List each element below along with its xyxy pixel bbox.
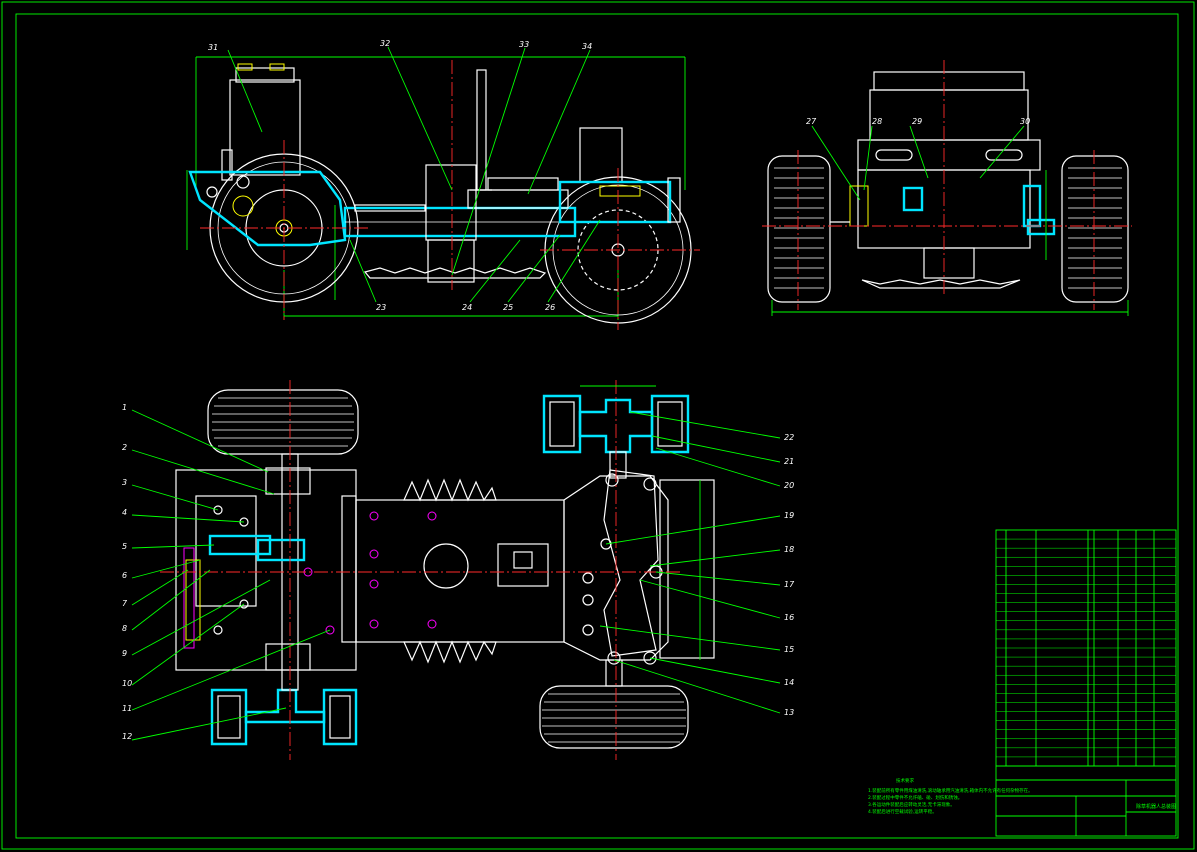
title-block: 除草机器人总装图 (995, 529, 1177, 837)
label-29: 29 (912, 117, 922, 126)
technical-notes: 技术要求 1.装配前所有零件用煤油清洗,滚动轴承用汽油清洗,箱体内不允许有任何杂… (868, 777, 1033, 815)
notes-title: 技术要求 (896, 777, 914, 784)
plan-label-5: 5 (122, 542, 127, 551)
label-26: 26 (545, 303, 555, 312)
label-27: 27 (806, 117, 817, 126)
plan-label-20: 20 (784, 481, 794, 490)
label-34: 34 (582, 42, 592, 51)
inner-border (15, 13, 1179, 839)
side-view: 31 32 33 34 23 24 25 26 (186, 39, 700, 330)
plan-label-17: 17 (784, 580, 795, 589)
notes-line-1: 1.装配前所有零件用煤油清洗,滚动轴承用汽油清洗,箱体内不允许有任何杂物存在。 (868, 787, 1033, 794)
plan-label-8: 8 (122, 624, 127, 633)
label-25: 25 (503, 303, 513, 312)
plan-label-10: 10 (122, 679, 132, 688)
notes-line-3: 3.各运动件装配后应转动灵活,无卡滞现象。 (868, 801, 955, 808)
plan-label-13: 13 (784, 708, 794, 717)
plan-label-9: 9 (122, 649, 127, 658)
label-32: 32 (380, 39, 390, 48)
plan-label-22: 22 (784, 433, 794, 442)
label-23: 23 (376, 303, 386, 312)
plan-label-19: 19 (784, 511, 794, 520)
front-view: 27 28 29 30 (762, 60, 1132, 316)
plan-label-11: 11 (122, 704, 132, 713)
label-24: 24 (462, 303, 472, 312)
plan-label-1: 1 (122, 403, 127, 412)
plan-label-7: 7 (122, 599, 128, 608)
label-33: 33 (519, 40, 529, 49)
plan-label-14: 14 (784, 678, 794, 687)
drawing-title: 除草机器人总装图 (1136, 803, 1176, 810)
plan-label-21: 21 (784, 457, 794, 466)
plan-label-12: 12 (122, 732, 132, 741)
plan-label-4: 4 (122, 508, 127, 517)
plan-view: 1 2 3 4 5 6 7 8 9 10 11 12 22 21 20 19 1… (122, 380, 795, 760)
label-28: 28 (872, 117, 882, 126)
plan-label-16: 16 (784, 613, 794, 622)
label-31: 31 (208, 43, 218, 52)
notes-line-2: 2.装配过程中零件不允许磕、碰、划伤和锈蚀。 (868, 794, 962, 801)
plan-label-6: 6 (122, 571, 127, 580)
notes-line-4: 4.装配后进行空载试验,运转平稳。 (868, 808, 937, 815)
plan-label-2: 2 (122, 443, 127, 452)
plan-label-18: 18 (784, 545, 794, 554)
plan-label-3: 3 (122, 478, 127, 487)
plan-label-15: 15 (784, 645, 794, 654)
label-30: 30 (1020, 117, 1030, 126)
